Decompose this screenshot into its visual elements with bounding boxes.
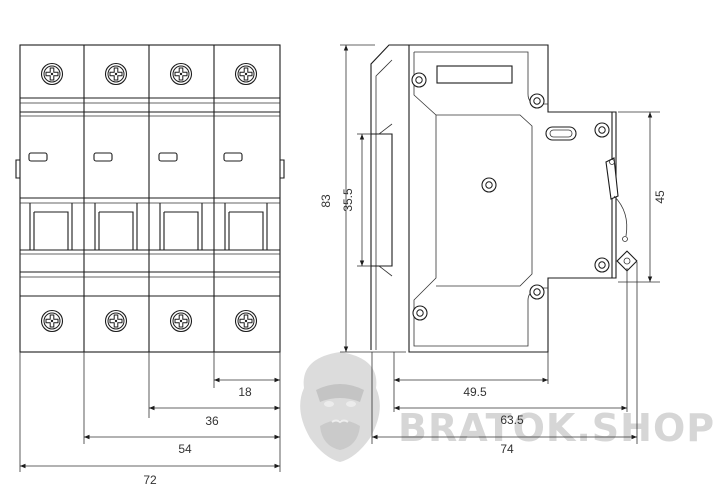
terminal-screw-icon: [104, 309, 128, 333]
rivet-icon: [594, 122, 610, 138]
dimension-label: 35.5: [341, 188, 355, 212]
terminal-screw-icon: [234, 62, 258, 86]
dimension-label: 72: [143, 473, 157, 487]
terminal-screw-icon: [234, 309, 258, 333]
dimension-label: 49.5: [463, 385, 487, 399]
rivet-icon: [529, 284, 545, 300]
toggle-handle: [159, 203, 203, 250]
gorilla-head-icon: [300, 352, 380, 462]
dimension-label: 83: [319, 194, 333, 208]
status-window: [223, 152, 243, 162]
terminal-screw-icon: [104, 62, 128, 86]
status-window: [28, 152, 48, 162]
dimension-label: 36: [205, 414, 219, 428]
handle-slot: [545, 126, 577, 141]
rivet-icon: [412, 305, 428, 321]
rear-body-outline: [370, 44, 409, 350]
dimension-label: 54: [178, 442, 192, 456]
dimension-label: 74: [500, 442, 514, 456]
dimension-label: 45: [653, 190, 667, 204]
rivet-icon: [594, 257, 610, 273]
toggle-handle: [29, 203, 73, 250]
side-body-outline: [408, 44, 613, 353]
status-window: [158, 152, 178, 162]
side-view: 83 35.5 45 49.5 63.5 74: [319, 44, 667, 456]
front-view: 18 36 54 72: [15, 44, 285, 487]
rivet-icon: [481, 177, 497, 193]
terminal-screw-icon: [169, 309, 193, 333]
rivet-icon: [411, 72, 427, 88]
toggle-handle: [224, 203, 268, 250]
rivet-icon: [529, 93, 545, 109]
terminal-screw-icon: [40, 309, 64, 333]
dimension-label: 18: [238, 385, 252, 399]
terminal-screw-icon: [169, 62, 193, 86]
watermark-text: BRATOK.SHOP: [398, 406, 715, 450]
toggle-handle: [94, 203, 138, 250]
label-plate: [436, 65, 513, 84]
lever-mechanism: [605, 111, 638, 279]
watermark: BRATOK.SHOP: [300, 352, 715, 462]
terminal-screw-icon: [40, 62, 64, 86]
dimension-label: 63.5: [500, 413, 524, 427]
status-window: [93, 152, 113, 162]
